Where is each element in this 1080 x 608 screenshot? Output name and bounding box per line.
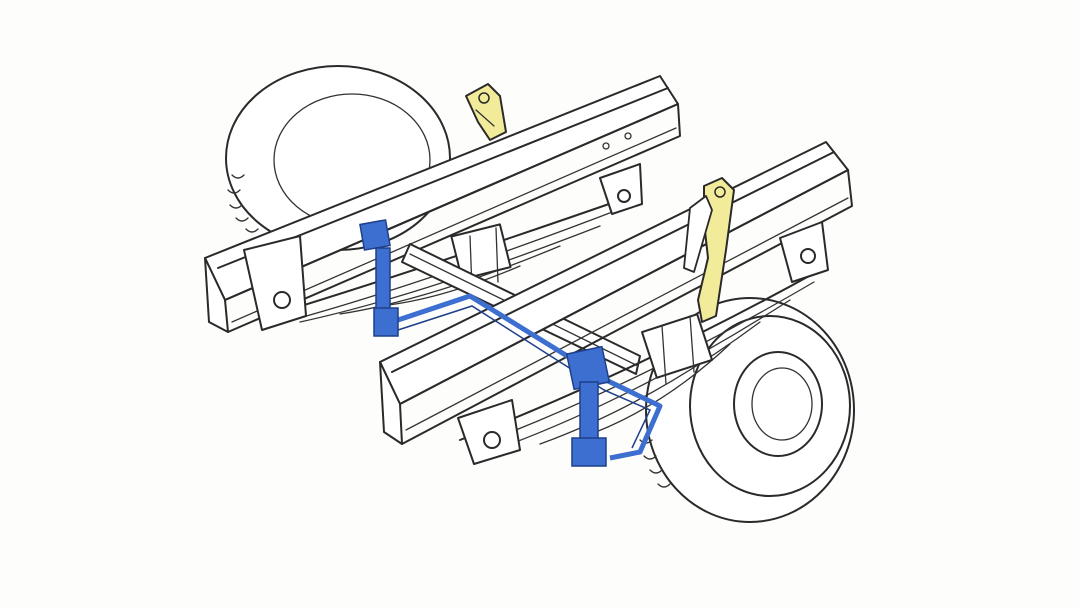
stabilizer-bar [359, 219, 663, 467]
near-leaf-spring [457, 221, 829, 465]
far-frame-rail [204, 75, 681, 333]
far-axle-clamp [450, 223, 512, 291]
spring-shackle-far [465, 83, 507, 141]
spring-shackle-near [683, 177, 735, 323]
